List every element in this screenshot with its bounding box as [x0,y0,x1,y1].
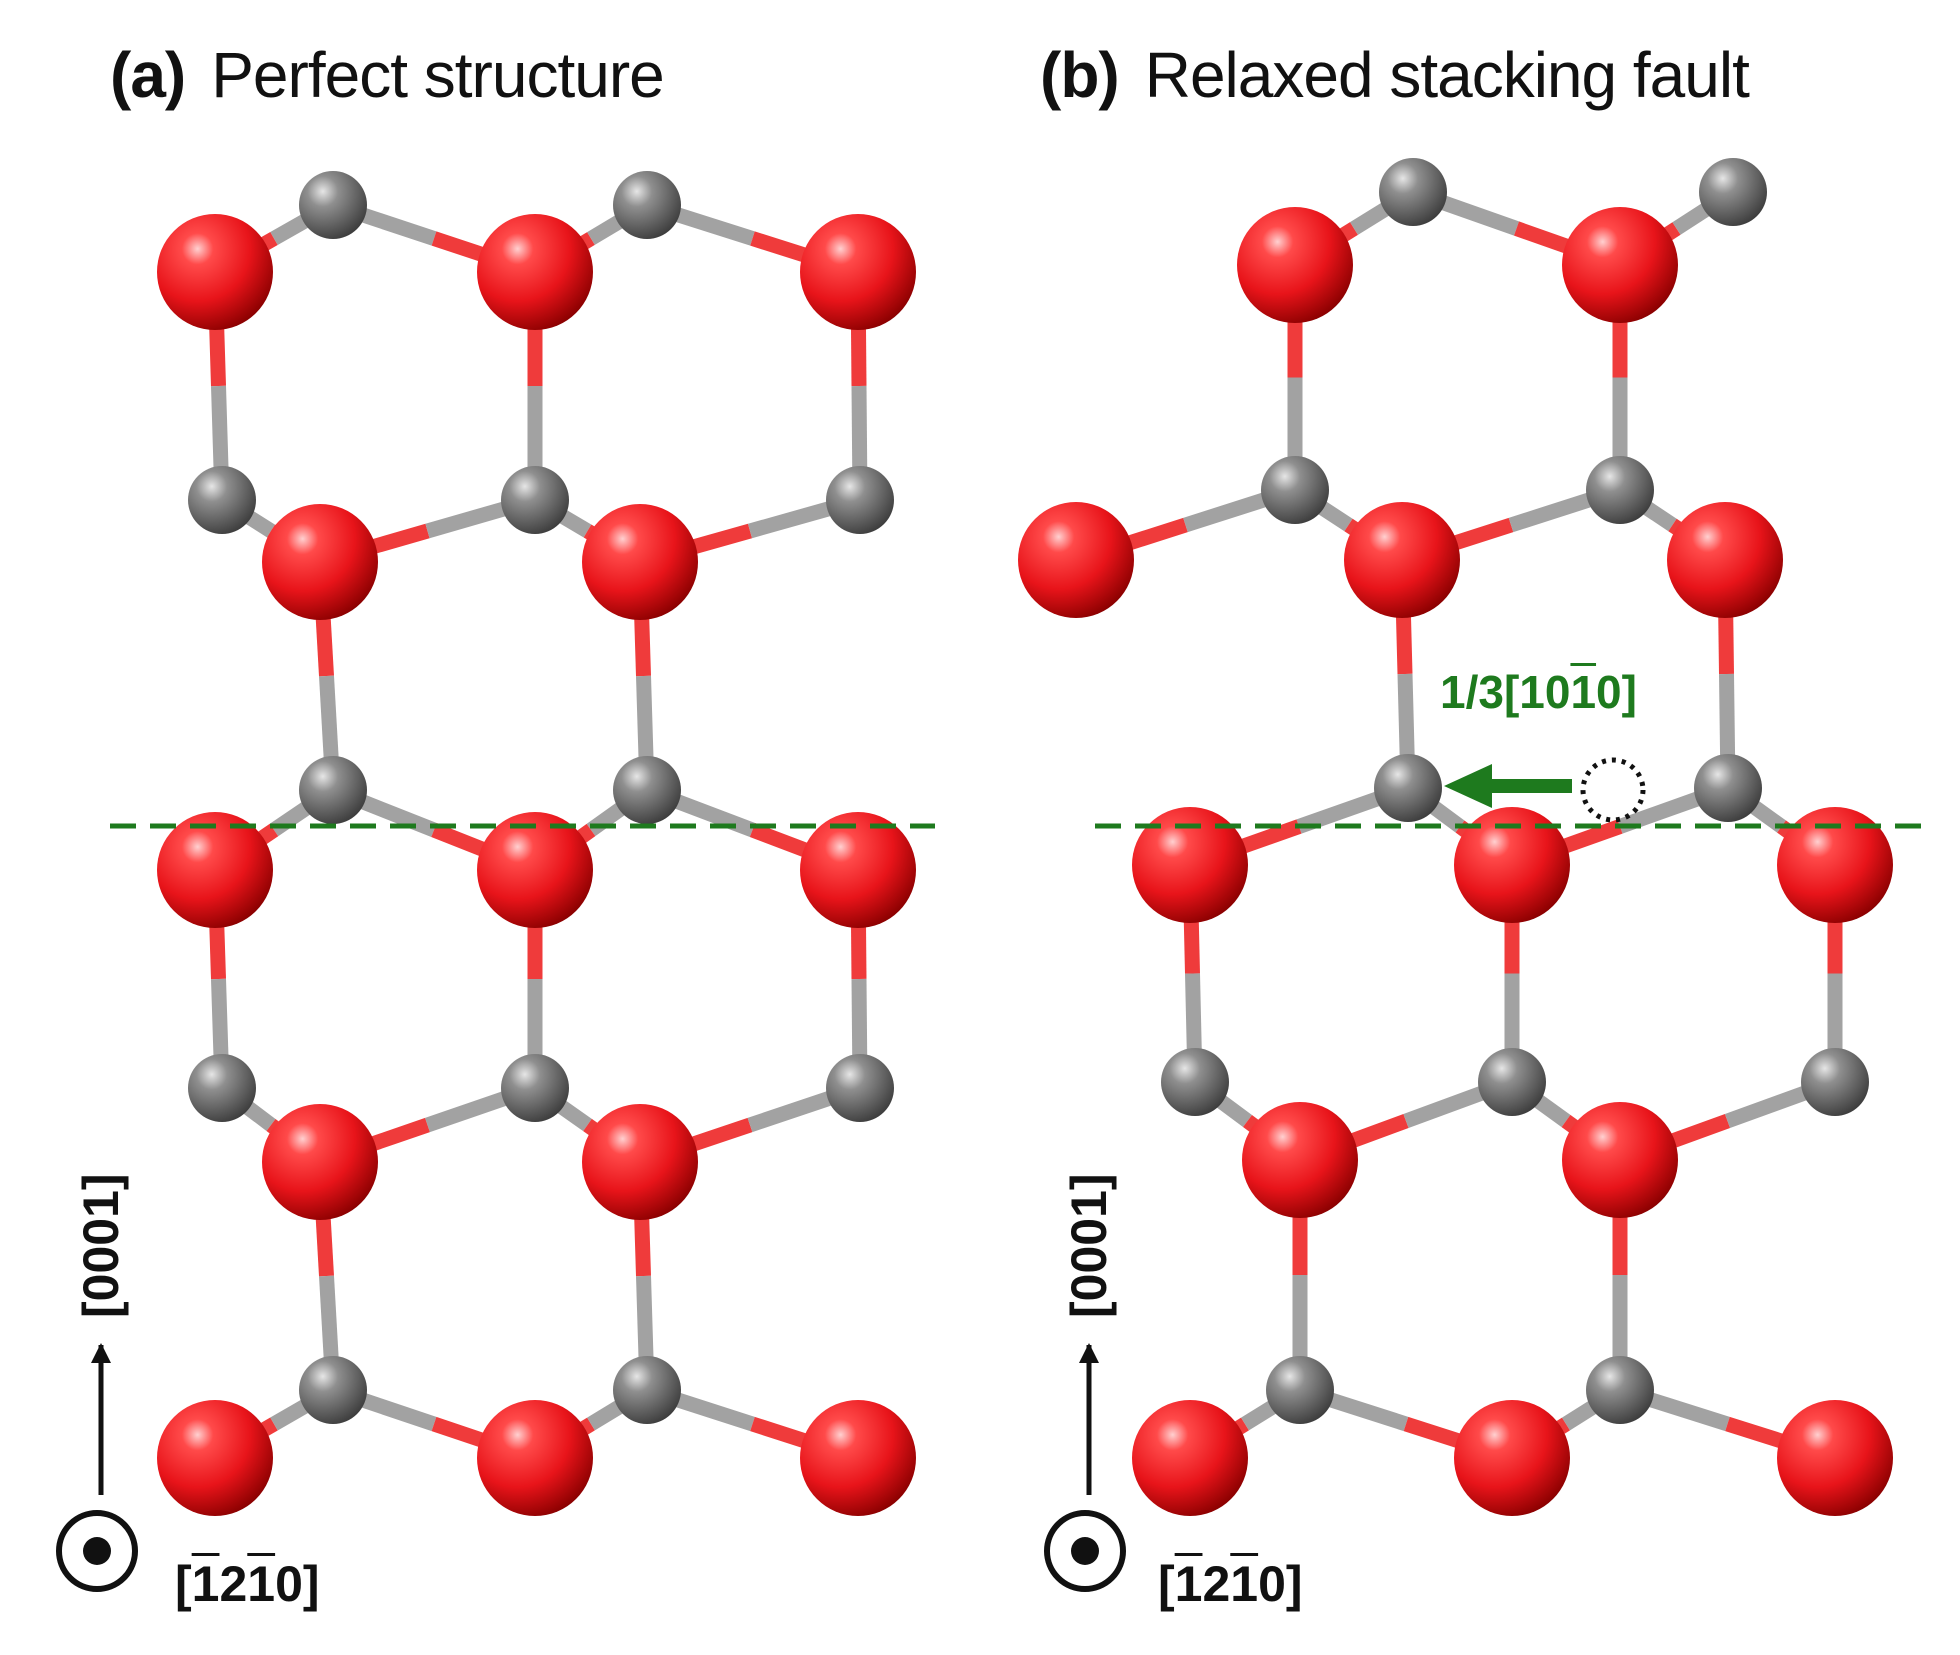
oxygen-atom-a-3 [262,504,378,620]
oxygen-atom-a-10 [157,1400,273,1516]
axis-label-0001-b: [0001] [1061,1173,1117,1318]
metal-atom-a-9 [826,1054,894,1122]
metal-atom-a-2 [188,466,256,534]
oxygen-atom-b-11 [1454,1400,1570,1516]
metal-atom-a-8 [501,1054,569,1122]
oxygen-atom-b-1 [1562,207,1678,323]
metal-atom-a-7 [188,1054,256,1122]
shift-vector-label: 1/3[1010] [1440,666,1637,718]
oxygen-atom-b-2 [1018,502,1134,618]
out-of-plane-symbol-a [56,1510,138,1592]
oxygen-atom-b-4 [1667,502,1783,618]
metal-atom-b-7 [1478,1048,1546,1116]
oxygen-atom-a-4 [582,504,698,620]
oxygen-atom-b-7 [1777,807,1893,923]
metal-atom-a-3 [501,466,569,534]
oxygen-atom-a-8 [262,1104,378,1220]
panel-a-title-text: Perfect structure [211,39,664,111]
metal-atom-b-8 [1801,1048,1869,1116]
panel-b-tag: (b) [1040,39,1120,111]
axis-label-0001-a: [0001] [73,1173,129,1318]
oxygen-atom-a-12 [800,1400,916,1516]
panel-a-tag: (a) [110,39,186,111]
panel-b-title: (b) Relaxed stacking fault [1040,38,1750,112]
oxygen-atom-a-5 [157,812,273,928]
oxygen-atom-b-3 [1344,502,1460,618]
axis-label-1210-a: [1210] [175,1556,320,1612]
overlay-layer [56,757,1925,1592]
oxygen-atom-b-10 [1132,1400,1248,1516]
axis-label-1210-b: [1210] [1158,1556,1303,1612]
panel-a-title: (a) Perfect structure [110,38,665,112]
metal-atom-a-6 [613,756,681,824]
metal-atom-b-1 [1699,158,1767,226]
metal-atom-b-10 [1586,1356,1654,1424]
oxygen-atom-a-9 [582,1104,698,1220]
metal-atom-b-5 [1694,754,1762,822]
oxygen-atom-b-6 [1454,807,1570,923]
oxygen-atom-b-12 [1777,1400,1893,1516]
atom-layer [157,158,1893,1516]
metal-atom-a-5 [299,756,367,824]
panel-b-title-text: Relaxed stacking fault [1144,39,1750,111]
metal-atom-a-4 [826,466,894,534]
oxygen-atom-a-0 [157,214,273,330]
metal-atom-b-9 [1266,1356,1334,1424]
metal-atom-a-0 [299,171,367,239]
metal-atom-b-0 [1379,158,1447,226]
metal-atom-b-3 [1586,456,1654,524]
metal-atom-b-6 [1161,1048,1229,1116]
oxygen-atom-b-5 [1132,807,1248,923]
oxygen-atom-b-0 [1237,207,1353,323]
oxygen-atom-a-7 [800,812,916,928]
metal-atom-b-2 [1261,456,1329,524]
original-position-marker [1580,757,1646,823]
shift-arrow-head [1444,764,1492,808]
metal-atom-b-4 [1374,754,1442,822]
out-of-plane-symbol-b [1044,1510,1126,1592]
metal-atom-a-10 [299,1356,367,1424]
oxygen-atom-b-8 [1242,1102,1358,1218]
oxygen-atom-b-9 [1562,1102,1678,1218]
metal-atom-a-1 [613,171,681,239]
oxygen-atom-a-2 [800,214,916,330]
oxygen-atom-a-11 [477,1400,593,1516]
metal-atom-a-11 [613,1356,681,1424]
oxygen-atom-a-1 [477,214,593,330]
oxygen-atom-a-6 [477,812,593,928]
